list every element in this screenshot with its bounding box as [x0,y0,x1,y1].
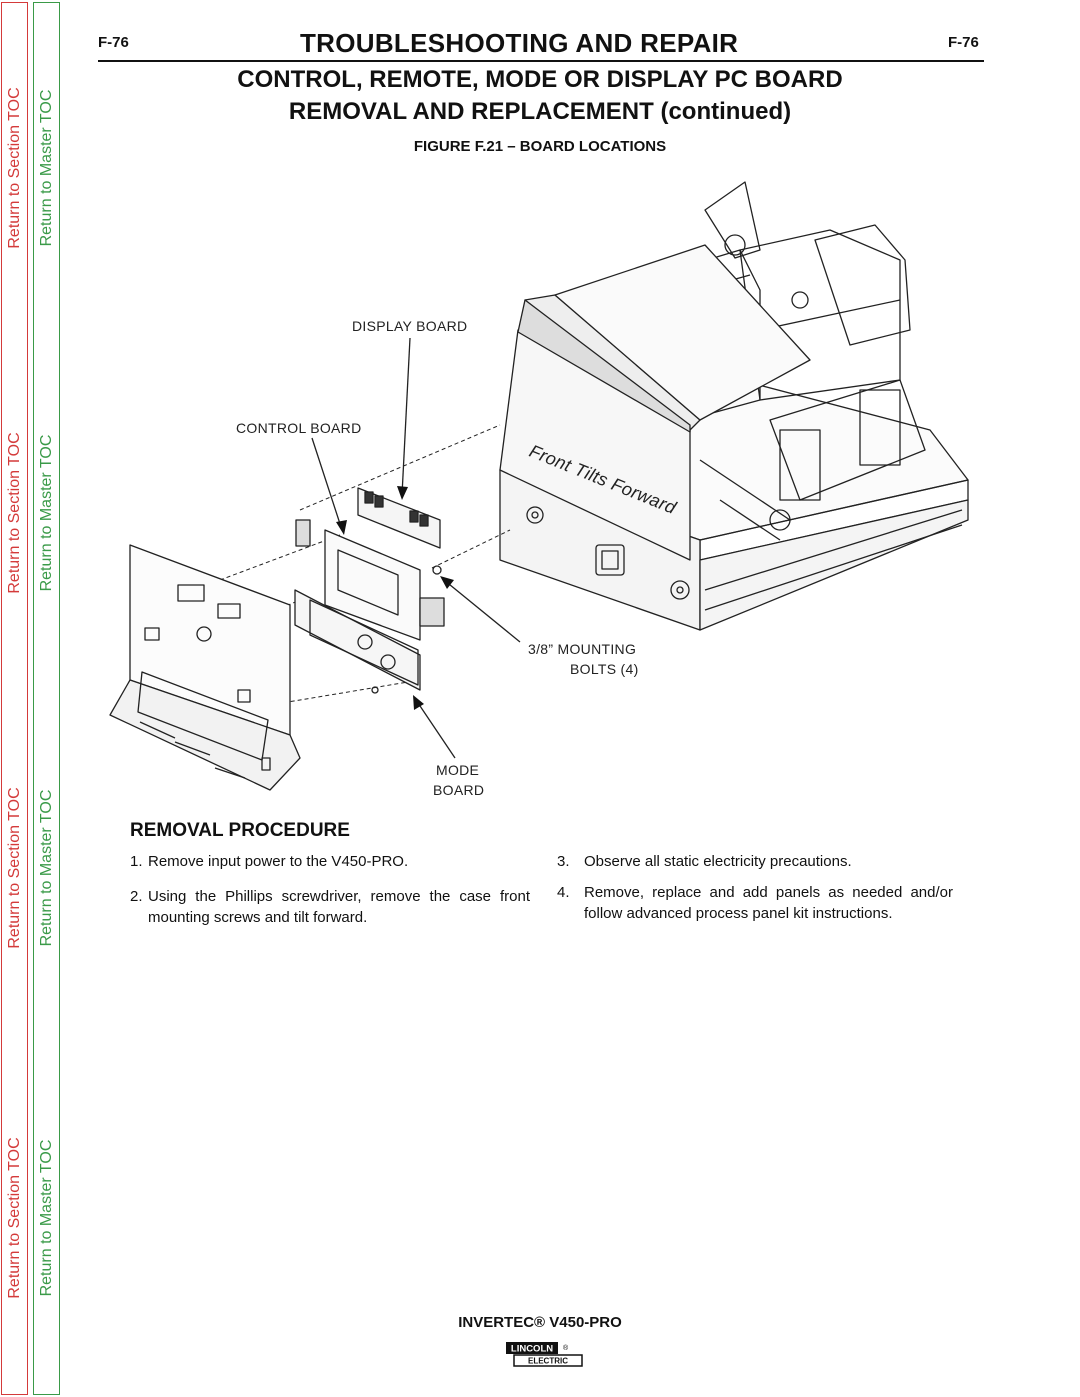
return-to-section-toc-link[interactable]: Return to Section TOC [5,1137,23,1299]
control-board-bracket [295,519,445,641]
lincoln-electric-logo: LINCOLN ® ELECTRIC [506,1342,583,1367]
page-number-right: F-76 [948,34,979,51]
procedure-step: 3. Observe all static electricity precau… [557,851,953,872]
logo-registered: ® [563,1344,569,1352]
mode-board-label-line-2: BOARD [433,782,485,798]
return-to-master-toc-link[interactable]: Return to Master TOC [37,1139,55,1297]
callout-leaders [311,337,521,759]
product-model: INVERTEC® V450-PRO [458,1314,622,1331]
logo-bottom-text: ELECTRIC [528,1357,568,1366]
page-number-left: F-76 [98,34,129,51]
mode-board-label-line-1: MODE [436,762,480,778]
step-number: 1. [130,853,143,870]
procedure-step: 2. Using the Phillips screwdriver, remov… [130,886,530,928]
display-board-label: DISPLAY BOARD [352,318,468,334]
master-toc-column: Return to Master TOC Return to Master TO… [33,2,60,1395]
step-text: Observe all static electricity precautio… [584,853,852,870]
step-number: 4. [557,884,570,901]
display-board [357,487,441,549]
page-title: TROUBLESHOOTING AND REPAIR [300,28,739,58]
board-locations-illustration [109,181,969,791]
header-rule [98,60,984,62]
removal-procedure-heading: REMOVAL PROCEDURE [130,820,350,841]
mode-board [294,589,421,694]
step-text: Using the Phillips screwdriver, remove t… [148,888,530,926]
procedure-step: 1. Remove input power to the V450-PRO. [130,851,530,872]
mounting-bolts-label-line-1: 3/8” MOUNTING [528,641,637,657]
step-text: Remove, replace and add panels as needed… [584,884,953,922]
subtitle-line-2: REMOVAL AND REPLACEMENT (continued) [288,98,792,125]
tilted-front-case [499,244,811,561]
step-text: Remove input power to the V450-PRO. [148,853,409,870]
procedure-step: 4. Remove, replace and add panels as nee… [557,882,953,924]
front-panel [109,544,301,791]
logo-top-text: LINCOLN [511,1344,553,1355]
section-toc-column: Return to Section TOC Return to Section … [1,2,28,1395]
figure-title: FIGURE F.21 – BOARD LOCATIONS [413,138,667,155]
control-board-label: CONTROL BOARD [236,420,362,436]
subtitle-line-1: CONTROL, REMOTE, MODE OR DISPLAY PC BOAR… [237,66,843,93]
step-number: 3. [557,853,570,870]
mounting-bolts-label-line-2: BOLTS (4) [570,661,639,677]
step-number: 2. [130,888,143,905]
